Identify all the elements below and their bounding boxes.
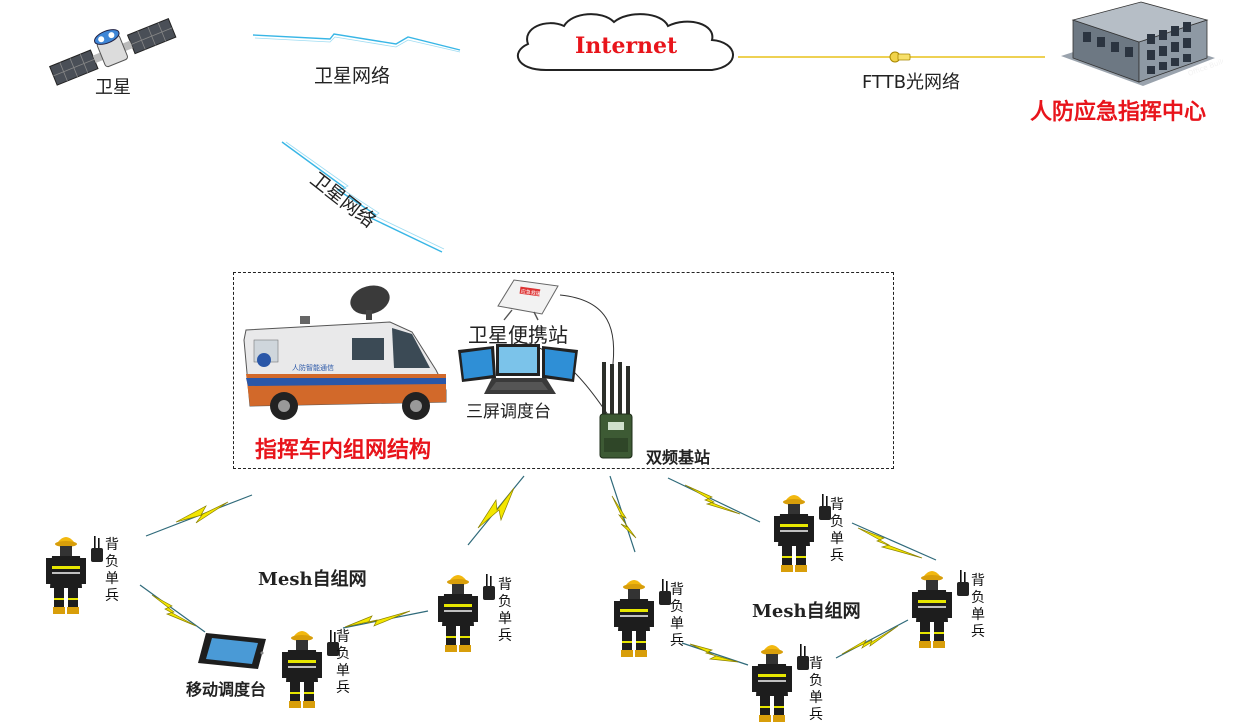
triple-screen-console-icon [458,344,578,394]
vehicle-network-boundary [233,272,894,469]
radio-link-base-to-right-center-soldier [609,475,637,553]
soldier-label: 背负单兵 [498,577,512,644]
mobile-console-label: 移动调度台 [186,680,267,699]
firefighter-soldier-icon [614,579,671,657]
command-van-icon: 人防智能通信 [243,285,447,420]
command-center-label: 人防应急指挥中心 [1030,100,1207,125]
dual-band-base-station-icon [599,362,633,459]
satellite-label: 卫星 [95,77,131,98]
soldier-label: 背负单兵 [670,582,684,649]
firefighter-soldier-icon [752,644,809,722]
satellite-link-diag-wave [281,141,443,253]
firefighter-soldier-icon [282,630,339,708]
radio-link-base-to-top-right-soldier [667,477,761,523]
mobile-console-tablet-icon [198,633,266,669]
satellite-link-top-label: 卫星网络 [314,65,391,87]
portable-station-cable [559,294,615,373]
radio-link-base-to-left-soldier [145,494,253,537]
satellite-link-top-wave [252,33,461,51]
portable-satellite-station-icon: 应急救援 [497,279,559,321]
portable-station-sign: 应急救援 [520,288,541,298]
internet-label: Internet [575,33,678,59]
mesh-link-bottom-to-right [835,619,909,659]
vehicle-network-title: 指挥车内组网结构 [255,438,432,463]
soldier-label: 背负单兵 [105,537,119,604]
firefighter-soldier-icon [438,574,495,652]
soldier-label: 背负单兵 [971,573,985,640]
mesh-link-soldier-to-center-soldier [342,610,429,629]
van-sign: 人防智能通信 [292,363,334,372]
base-station-label: 双频基站 [646,448,711,467]
mesh-link-left-soldier-to-console [139,584,206,633]
firefighter-soldier-icon [912,570,969,648]
soldier-label: 背负单兵 [809,656,823,723]
mesh-left-label: Mesh自组网 [258,569,367,590]
mesh-link-top-right-to-right [851,522,937,561]
soldier-label: 背负单兵 [336,629,350,696]
mesh-link-right-center-to-bottom [681,642,749,666]
satellite-icon [49,17,177,86]
firefighter-soldier-icon [774,494,831,572]
firefighter-soldier-icon [46,536,103,614]
soldier-label: 背负单兵 [830,497,844,564]
fttb-label: FTTB光网络 [862,72,961,93]
radio-link-base-to-center-soldier [467,475,525,546]
internet-cloud-icon [517,13,734,71]
office-building-icon: Office Building [1061,1,1223,86]
portable-station-label: 卫星便携站 [468,323,568,347]
mesh-right-label: Mesh自组网 [752,601,861,622]
triple-screen-label: 三屏调度台 [466,402,551,422]
